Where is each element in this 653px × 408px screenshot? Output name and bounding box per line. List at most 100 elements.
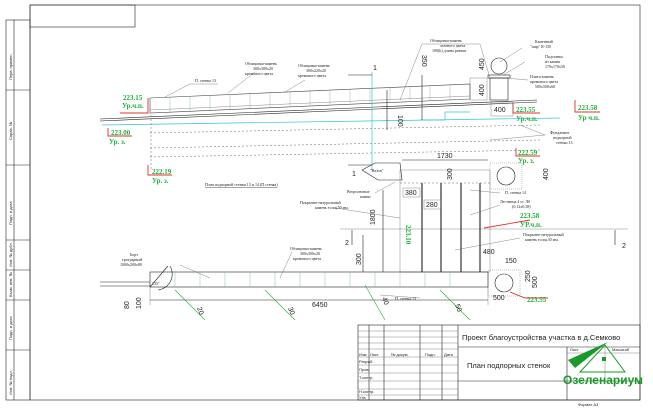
label-foundation: подпорной (553, 135, 572, 140)
label-cladding: 100(h) длина разная (432, 48, 466, 53)
row-label: Н.контр. (359, 389, 374, 394)
level-value: 223.00 (111, 129, 131, 137)
label-cover: Покрытие-натуральный (523, 232, 564, 237)
dimension: 1800 (370, 209, 377, 225)
label-cladding: кремового цвета (293, 256, 321, 261)
label-cladding: 300х300х20 (300, 251, 320, 256)
level-value: 223.58 (520, 212, 540, 220)
label-cover: Покрытие-натуральный (300, 200, 341, 205)
dimension: 1730 (437, 153, 453, 160)
label-secondary: Вторсоновые (347, 189, 370, 194)
label-cladding: кремового цвета (245, 71, 273, 76)
dimension: 400 (479, 84, 486, 96)
label-curb: 1000х200х80 (120, 262, 142, 267)
stone-ball (490, 57, 508, 75)
dimension: 350 (420, 55, 427, 67)
dimension: 6450 (312, 302, 328, 309)
level-label: Ур.ч.п. (122, 102, 144, 110)
format-label: Формат А3 (578, 402, 599, 407)
project-title: Проект благоустройства участка в д.Семко… (462, 333, 620, 342)
level-markers: 223.15 Ур.ч.п. 223.00 Ур. з. 223.55 Ур.ч… (107, 94, 600, 304)
level-value: 223.55 (516, 106, 536, 114)
col-header: № докум. (391, 352, 409, 357)
label-cladding: кремового цвета (298, 73, 326, 78)
dimension: 300 (447, 168, 454, 180)
dimension: 300 (356, 253, 363, 265)
col-header: Масштаб (612, 347, 630, 352)
elevation-view (99, 57, 561, 170)
label-wall14: П. стенка 14 (505, 190, 526, 195)
dimension: 100 (396, 115, 403, 127)
top-left-box (29, 4, 136, 28)
col-header: Подп. (425, 352, 436, 357)
sheet-title: План подпорных стенок (467, 361, 551, 370)
slope-label: 30 (286, 306, 295, 316)
section-mark: 2 (345, 240, 349, 247)
dimension: 150 (505, 258, 517, 265)
level-value: 223.15 (123, 94, 143, 102)
logo-text: Озеленариум (563, 373, 643, 387)
label-cover: камень толщ.50 мм. (315, 205, 349, 210)
dimension: 450 (479, 58, 486, 70)
label-curb: тротуарный (122, 257, 143, 262)
label-cladding: 300х220х20 (306, 68, 326, 73)
level-label: УР.ч.п. (520, 221, 542, 229)
stamp-label: Инв. № дубл. (8, 242, 13, 267)
label-secondary: камни (360, 194, 371, 199)
row-label: Т.контр. (359, 375, 374, 380)
level-value: 223.58 (578, 104, 598, 112)
label-wall13: П. стенка 13 (195, 78, 216, 83)
title-block: Проект благоустройства участка в д.Семко… (357, 324, 641, 401)
label-wall13: П. стенка 13 (395, 296, 416, 301)
label-curb: Борт (130, 252, 138, 257)
label-stand: из камня (545, 59, 560, 64)
label-slab: Плита-камень (530, 74, 554, 79)
slope-label: 40 (380, 296, 389, 306)
label-cladding: зеленого цвета (440, 43, 465, 48)
stamp-label: Подп. и дата (8, 201, 13, 225)
col-header: Лист (570, 347, 579, 352)
stamp-label: Инв. № подл. (8, 370, 13, 395)
label-cover: камень толщ.30 мм. (525, 237, 559, 242)
stamp-label: Перв. примен. (8, 53, 13, 80)
left-stamp-strip: Перв. примен. Справ. № Подп. и дата Инв.… (5, 19, 31, 401)
plan-view: "Вазон" 135° (100, 159, 523, 305)
logo: Озеленариум (563, 342, 643, 387)
dimension: 80 (124, 301, 131, 309)
section-mark: 1 (352, 171, 356, 178)
dimension: 250 (525, 270, 532, 282)
row-label: Пров. (359, 367, 370, 372)
dimension: 280 (426, 202, 438, 209)
label-cladding: 300х300х20 (253, 66, 273, 71)
level-label: Ур. з. (518, 157, 535, 165)
label-cladding: Облицовка-камень (290, 246, 322, 251)
level-label: Ур ч.п. (578, 114, 600, 122)
slope-label: 50 (453, 303, 462, 313)
label-slab: кремового цвета (530, 79, 558, 84)
dimension: 480 (483, 249, 495, 256)
label-foundation: Фундамент (550, 130, 570, 135)
stamp-label: Подп. и дата (8, 316, 13, 340)
level-value: 222.19 (152, 168, 172, 176)
stamp-label: Взам. инв. № (8, 272, 13, 297)
angle-label: 135° (152, 281, 160, 286)
label-cladding: Облицовка-камень (245, 61, 277, 66)
dimension: 380 (405, 190, 417, 197)
col-header: Изм (359, 352, 367, 357)
dimension: 500 (532, 276, 539, 288)
level-value: 223.55 (527, 296, 547, 304)
level-label: Ур.ч.п. (516, 115, 538, 123)
dimension: 500 (493, 295, 505, 302)
level-value: 222.59 (518, 149, 538, 157)
level-value: 223.10 (404, 225, 412, 245)
label-ball: Каменный (535, 39, 554, 44)
row-label: Утв. (359, 395, 367, 400)
dimension: 100 (136, 297, 143, 309)
row-label: Разраб. (359, 359, 373, 364)
col-header: Дата (444, 352, 454, 357)
slope-label: 20 (195, 306, 204, 316)
dimension: 400 (494, 107, 506, 114)
stamp-label: Справ. № (8, 122, 13, 140)
label-stand: 170х170х50 (545, 64, 565, 69)
